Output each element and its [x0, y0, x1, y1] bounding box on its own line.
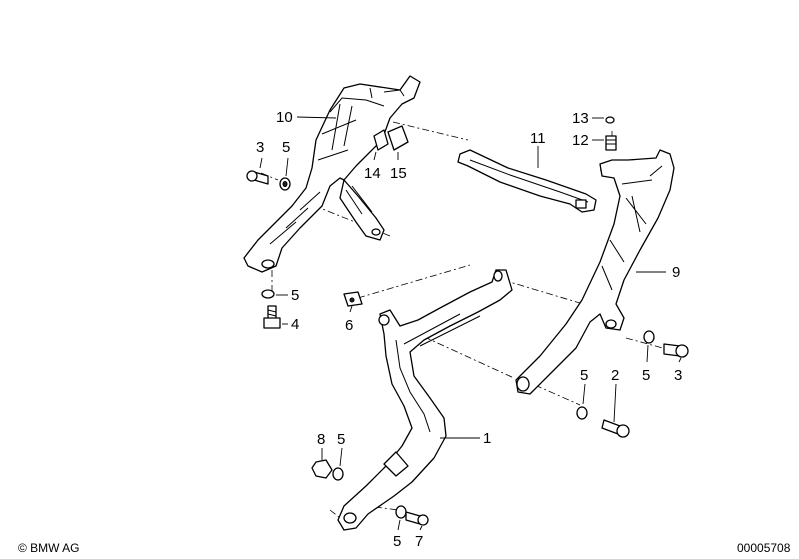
pad-part-15: [387, 125, 409, 151]
left-bracket-part-10: [243, 75, 421, 273]
copyright-text: © BMW AG: [18, 541, 80, 555]
callout-5-bottom: 5: [393, 533, 401, 550]
washer-part-5-lower-right: [576, 406, 588, 420]
callout-5-left: 5: [282, 139, 290, 156]
screw-part-12: [605, 135, 617, 151]
callout-14: 14: [364, 165, 381, 182]
bolt-part-4: [263, 305, 281, 329]
callout-12: 12: [572, 132, 589, 149]
right-bracket-part-9: [515, 149, 675, 395]
washer-part-5-bottom-left: [332, 467, 344, 481]
callout-5-mid: 5: [291, 287, 299, 304]
callout-5-right-b: 5: [642, 367, 650, 384]
callout-3-left: 3: [256, 139, 264, 156]
clip-nut-part-6: [343, 291, 363, 307]
callout-3-right: 3: [674, 367, 682, 384]
callout-5-bottom-left: 5: [337, 431, 345, 448]
nut-part-8: [311, 459, 333, 479]
callout-15: 15: [390, 165, 407, 182]
pad-part-14: [373, 129, 389, 151]
lower-bracket-part-1: [337, 269, 513, 531]
callout-8: 8: [317, 431, 325, 448]
leader-lines: [259, 116, 682, 531]
washer-part-5-left: [279, 177, 291, 191]
callout-9: 9: [672, 264, 680, 281]
callout-11: 11: [530, 130, 546, 147]
screw-part-13: [605, 116, 615, 124]
callout-4: 4: [291, 316, 299, 333]
callout-10: 10: [276, 109, 293, 126]
callout-1: 1: [483, 430, 491, 447]
washer-part-5-mid: [261, 289, 275, 299]
screw-part-2: [601, 419, 630, 438]
washer-part-5-bottom: [395, 505, 407, 519]
callout-5-right-a: 5: [580, 367, 588, 384]
screw-part-7: [405, 511, 429, 526]
callout-labels: 10 11 13 12 3 5 14 15 9 5 4 6 5 2 5 3 1 …: [256, 109, 682, 550]
callout-2: 2: [611, 367, 619, 384]
washer-part-5-right: [643, 330, 655, 344]
rail-part-11: [457, 149, 597, 213]
callout-13: 13: [572, 110, 589, 127]
screw-part-3-right: [663, 343, 689, 358]
screw-part-3-left: [246, 170, 269, 185]
callout-7: 7: [415, 533, 423, 550]
callout-6: 6: [345, 317, 353, 334]
image-number: 00005708: [737, 541, 791, 555]
